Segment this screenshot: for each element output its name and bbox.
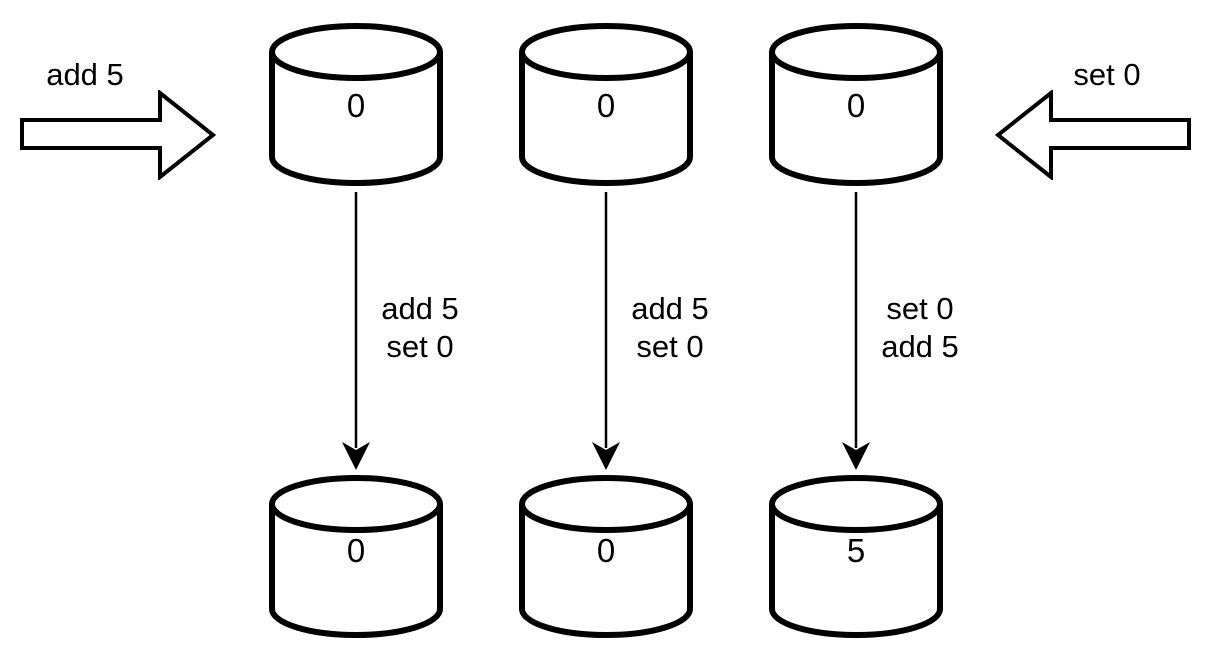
database-cylinder-icon — [269, 23, 443, 186]
operation-line: add 5 — [381, 291, 459, 326]
replica-1-operations: add 5 set 0 — [368, 290, 472, 366]
replica-1-final-db — [268, 472, 444, 642]
block-arrow-left-icon — [995, 90, 1191, 180]
operation-line: add 5 — [631, 291, 709, 326]
database-cylinder-icon — [519, 23, 693, 186]
replica-3-initial-value: 0 — [846, 87, 866, 124]
replica-3-final-value: 5 — [846, 532, 866, 569]
replica-2-initial-db — [518, 20, 694, 190]
replica-3-initial-db — [768, 20, 944, 190]
operation-line: set 0 — [886, 291, 954, 326]
database-cylinder-icon — [519, 475, 693, 638]
replica-3-final-db — [768, 472, 944, 642]
database-cylinder-icon — [269, 475, 443, 638]
replica-2-initial-value: 0 — [596, 87, 616, 124]
replica-3-operations: set 0 add 5 — [868, 290, 972, 366]
replica-2-flow-arrow-icon — [592, 192, 620, 472]
left-input-label: add 5 — [46, 57, 124, 92]
replica-2-final-db — [518, 472, 694, 642]
replica-1-final-value: 0 — [346, 532, 366, 569]
replica-1-initial-db — [268, 20, 444, 190]
replica-1-flow-arrow-icon — [342, 192, 370, 472]
operation-line: set 0 — [386, 329, 454, 364]
right-input-label: set 0 — [1073, 57, 1141, 92]
replica-3-flow-arrow-icon — [842, 192, 870, 472]
database-cylinder-icon — [769, 23, 943, 186]
block-arrow-right-icon — [20, 90, 216, 180]
replica-2-final-value: 0 — [596, 532, 616, 569]
operation-line: add 5 — [881, 329, 959, 364]
operation-line: set 0 — [636, 329, 704, 364]
replica-2-operations: add 5 set 0 — [618, 290, 722, 366]
database-cylinder-icon — [769, 475, 943, 638]
replica-1-initial-value: 0 — [346, 87, 366, 124]
